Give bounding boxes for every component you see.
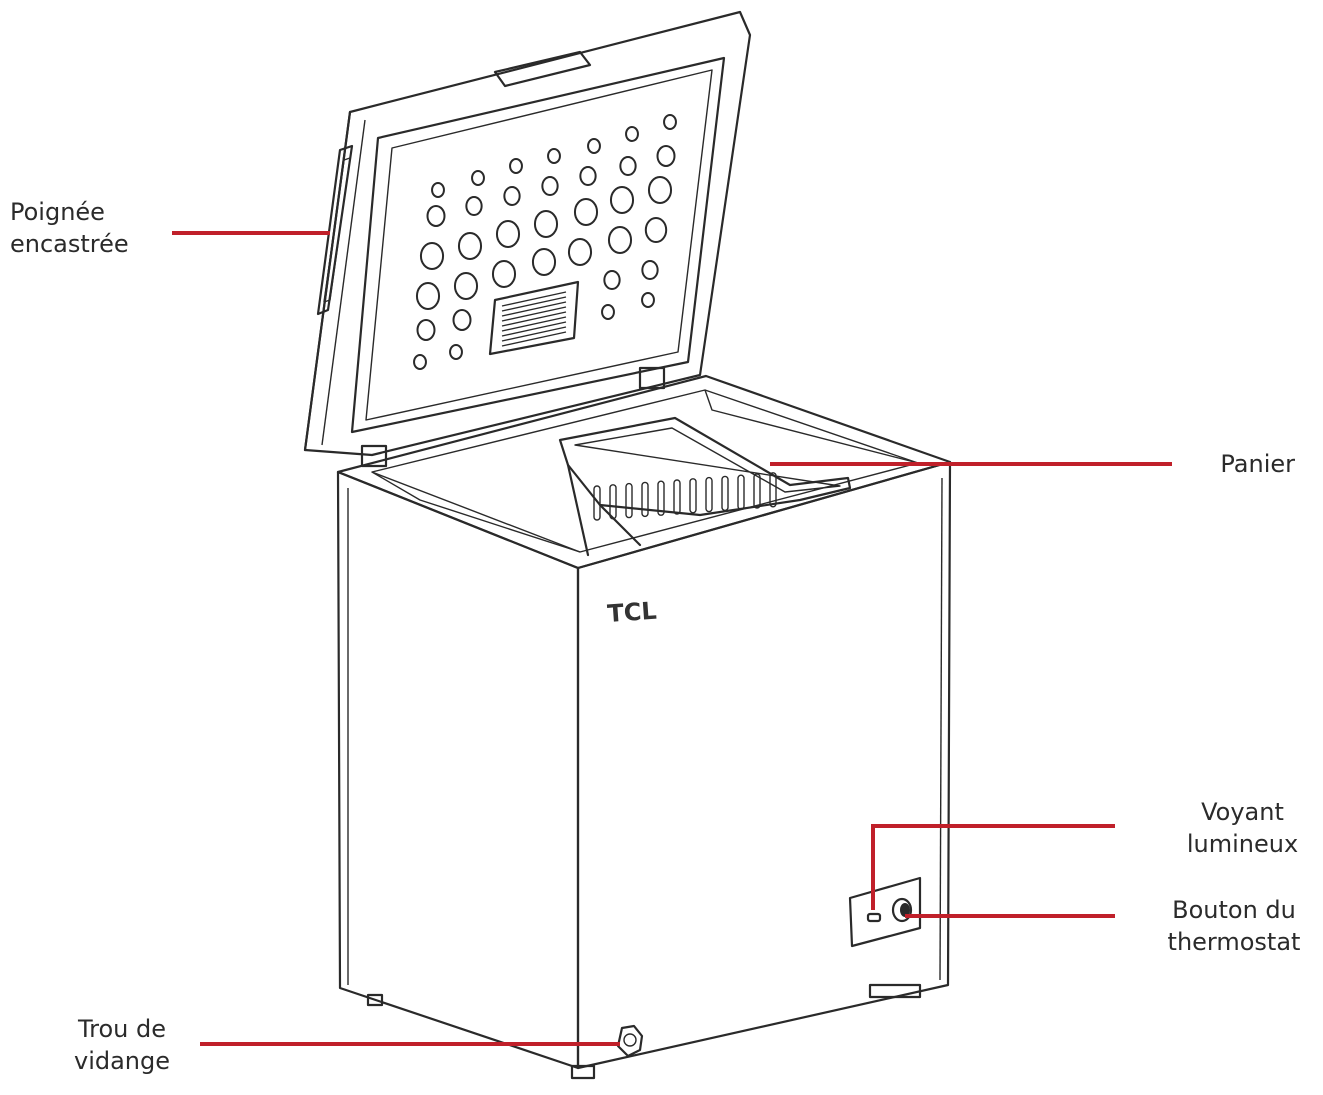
vent-slat: [501, 301, 567, 317]
vent-slat: [501, 291, 567, 307]
label-handle: Poignée encastrée: [10, 196, 129, 260]
lid-emboss-circle: [579, 166, 597, 186]
lid-emboss-circle: [413, 354, 427, 370]
lid-emboss-circle: [541, 176, 559, 196]
lid-emboss-circle: [587, 138, 601, 154]
lid-emboss-circle: [533, 210, 559, 238]
lid-emboss-circle: [641, 260, 659, 280]
hinges: [360, 366, 666, 468]
lid-emboss-circle: [431, 182, 445, 198]
label-thermostat: Bouton du thermostat: [1148, 894, 1320, 958]
lid-emboss-circle: [601, 304, 615, 320]
vent-slat: [501, 296, 567, 312]
lid-emboss-circle: [531, 248, 557, 276]
lid-emboss-circle: [457, 232, 483, 260]
basket-slot: [721, 475, 729, 512]
basket-slot: [753, 473, 761, 509]
lid-emboss-circle: [625, 126, 639, 142]
drain-plug: [616, 1024, 644, 1058]
label-thermostat-line1: Bouton du: [1172, 896, 1296, 924]
leader-indicator: [871, 824, 1115, 910]
label-drain: Trou de vidange: [52, 1013, 192, 1077]
vent-slat: [501, 316, 567, 332]
lid-emboss-circle: [603, 270, 621, 290]
thermostat-knob: [891, 897, 913, 923]
basket-slot: [593, 485, 601, 521]
lid-emboss-circle: [453, 272, 479, 300]
label-drain-line2: vidange: [73, 1047, 171, 1075]
lid-embossing: [413, 114, 677, 370]
lid-emboss-circle: [426, 205, 446, 227]
lid-emboss-circle: [609, 186, 635, 214]
freezer-lid: [303, 10, 752, 457]
label-handle-line2: encastrée: [10, 230, 129, 258]
lid-emboss-circle: [607, 226, 633, 254]
label-basket-line1: Panier: [1220, 450, 1295, 478]
basket: [558, 416, 852, 557]
label-thermostat-line2: thermostat: [1167, 928, 1301, 956]
lid-emboss-circle: [465, 196, 483, 216]
lid-emboss-circle: [471, 170, 485, 186]
lid-emboss-circle: [491, 260, 517, 288]
basket-slot: [641, 481, 649, 518]
basket-slot: [689, 478, 697, 514]
label-handle-line1: Poignée: [10, 198, 105, 226]
vent-slat: [501, 326, 567, 342]
lid-emboss-circle: [619, 156, 637, 176]
lid-emboss-circle: [449, 344, 463, 360]
lid-emboss-circle: [641, 292, 655, 308]
lid-emboss-circle: [495, 220, 521, 248]
lid-emboss-circle: [644, 217, 668, 243]
brand-logo: TCL: [606, 597, 657, 628]
label-indicator-line2: lumineux: [1186, 830, 1299, 858]
lid-emboss-circle: [647, 176, 673, 204]
lid-emboss-circle: [415, 282, 441, 310]
label-indicator-line1: Voyant: [1201, 798, 1284, 826]
indicator-light: [866, 912, 882, 923]
label-basket: Panier: [1180, 448, 1295, 480]
lid-emboss-circle: [452, 309, 472, 331]
lid-emboss-circle: [656, 145, 676, 167]
vent-slat: [501, 311, 567, 327]
lid-emboss-circle: [509, 158, 523, 174]
basket-slot: [673, 479, 681, 515]
label-indicator: Voyant lumineux: [1160, 796, 1323, 860]
label-drain-line1: Trou de: [78, 1015, 166, 1043]
lid-emboss-circle: [663, 114, 677, 130]
basket-slot: [769, 472, 777, 508]
lid-emboss-circle: [503, 186, 521, 206]
vent-slat: [501, 321, 567, 337]
recessed-handle: [316, 144, 354, 316]
lid-emboss-circle: [419, 242, 445, 270]
basket-slot: [657, 480, 665, 516]
lid-vent-grille: [488, 280, 580, 356]
leader-lines: [172, 231, 1172, 1046]
vent-slat: [501, 331, 567, 347]
basket-slot: [609, 484, 617, 520]
lid-emboss-circle: [547, 148, 561, 164]
lid-emboss-circle: [573, 198, 599, 226]
freezer-cabinet: [336, 374, 952, 1080]
vent-slat: [501, 306, 567, 322]
basket-slot: [737, 474, 745, 510]
control-panel: [848, 876, 922, 948]
lid-emboss-circle: [416, 319, 436, 341]
basket-slot: [705, 476, 713, 513]
lid-emboss-circle: [567, 238, 593, 266]
basket-slot: [625, 482, 633, 519]
